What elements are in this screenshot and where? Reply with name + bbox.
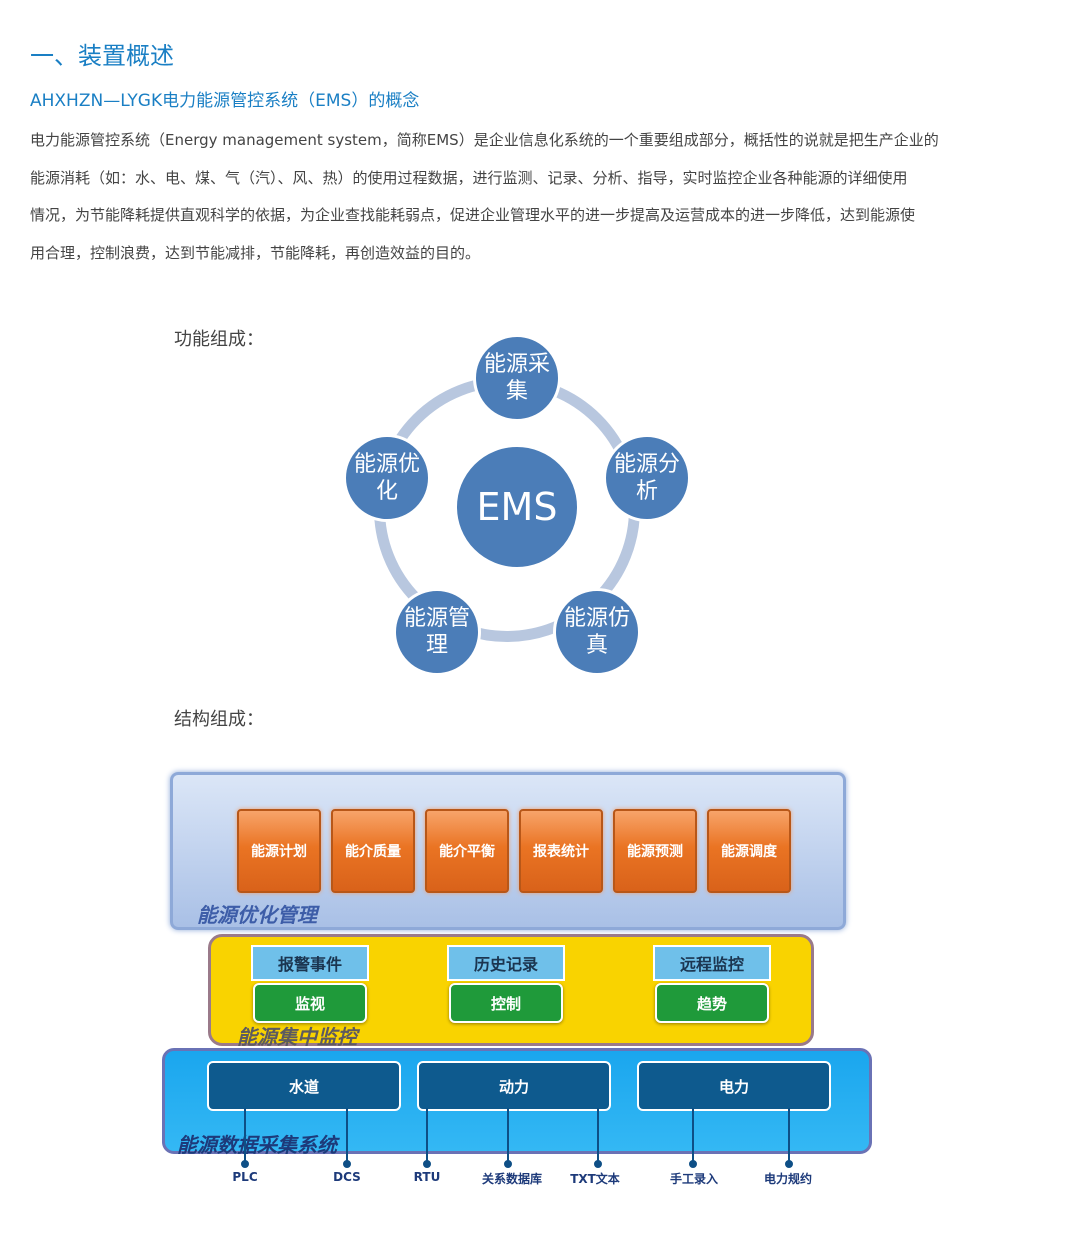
node-energy-optimization: 能源优化 xyxy=(343,434,431,522)
source-dcs: DCS xyxy=(333,1170,361,1184)
node-energy-simulation: 能源仿真 xyxy=(553,588,641,676)
module-history: 历史记录 xyxy=(447,945,565,981)
optimization-layer: 能源计划 能介质量 能介平衡 报表统计 能源预测 能源调度 能源优化管理 xyxy=(170,772,846,930)
source-manual-entry: 手工录入 xyxy=(669,1172,719,1186)
source-rtu: RTU xyxy=(413,1170,441,1184)
collection-layer-title: 能源数据采集系统 xyxy=(177,1133,337,1157)
collection-layer: 水道 动力 电力 能源数据采集系统 xyxy=(162,1048,872,1157)
paragraph-line: 情况，为节能降耗提供直观科学的依据，为企业查找能耗弱点，促进企业管理水平的进一步… xyxy=(30,206,916,224)
source-database: 关系数据库 xyxy=(481,1172,543,1186)
module-control: 控制 xyxy=(449,983,563,1023)
monitoring-layer: 报警事件 历史记录 远程监控 监视 控制 趋势 能源集中监控 xyxy=(208,934,814,1049)
source-power-protocol: 电力规约 xyxy=(763,1172,813,1186)
source-connector-lines xyxy=(241,1108,793,1168)
module-medium-balance: 能介平衡 xyxy=(425,809,509,893)
ems-function-diagram: EMS 能源采集 能源分析 能源仿真 能源管理 能源优化 xyxy=(330,320,710,680)
source-txt: TXT文本 xyxy=(570,1172,620,1186)
module-alarm-events: 报警事件 xyxy=(251,945,369,981)
node-energy-collection: 能源采集 xyxy=(473,334,561,422)
section-subheading: AHXHZN—LYGK电力能源管控系统（EMS）的概念 xyxy=(30,91,420,111)
ems-structure-diagram: 能源计划 能介质量 能介平衡 报表统计 能源预测 能源调度 能源优化管理 报警事… xyxy=(158,766,878,1196)
module-energy-dispatch: 能源调度 xyxy=(707,809,791,893)
node-energy-management: 能源管理 xyxy=(393,588,481,676)
paragraph-line: 电力能源管控系统（Energy management system，简称EMS）… xyxy=(30,131,939,149)
paragraph-line: 能源消耗（如：水、电、煤、气（汽）、风、热）的使用过程数据，进行监测、记录、分析… xyxy=(30,168,908,187)
module-remote-monitor: 远程监控 xyxy=(653,945,771,981)
module-energy-forecast: 能源预测 xyxy=(613,809,697,893)
page-heading: 一、装置概述 xyxy=(30,42,174,70)
structure-label: 结构组成： xyxy=(174,709,264,730)
module-electricity: 电力 xyxy=(637,1061,831,1111)
module-medium-quality: 能介质量 xyxy=(331,809,415,893)
function-label: 功能组成： xyxy=(174,329,264,350)
paragraph-line: 用合理，控制浪费，达到节能减排，节能降耗，再创造效益的目的。 xyxy=(30,243,481,262)
module-trend: 趋势 xyxy=(655,983,769,1023)
monitoring-layer-title: 能源集中监控 xyxy=(237,1025,357,1049)
node-energy-analysis: 能源分析 xyxy=(603,434,691,522)
intro-paragraph: 电力能源管控系统（Energy management system，简称EMS）… xyxy=(30,122,1030,272)
module-water: 水道 xyxy=(207,1061,401,1111)
source-plc: PLC xyxy=(232,1170,258,1184)
module-report-stats: 报表统计 xyxy=(519,809,603,893)
optimization-layer-title: 能源优化管理 xyxy=(197,903,317,927)
module-monitor: 监视 xyxy=(253,983,367,1023)
module-energy-plan: 能源计划 xyxy=(237,809,321,893)
module-power-plant: 动力 xyxy=(417,1061,611,1111)
ems-center-node: EMS xyxy=(454,444,580,570)
